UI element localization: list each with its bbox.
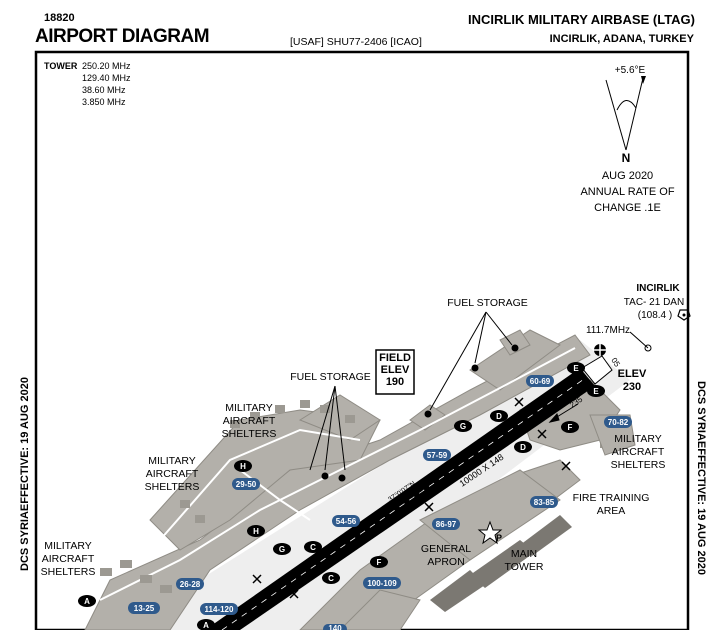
taxiway-label-d2: D bbox=[514, 441, 532, 453]
taxiway-labels: E E D D F F G G H H C C A A bbox=[78, 362, 605, 630]
svg-text:86-97: 86-97 bbox=[436, 520, 457, 529]
chart-title: AIRPORT DIAGRAM bbox=[35, 26, 210, 47]
svg-text:114-120: 114-120 bbox=[205, 605, 234, 614]
svg-text:13-25: 13-25 bbox=[134, 604, 155, 613]
svg-text:57-59: 57-59 bbox=[427, 451, 448, 460]
taxiway-label-c2: C bbox=[322, 572, 340, 584]
runway-05-23 bbox=[205, 355, 613, 630]
chart-number: 18820 bbox=[44, 12, 75, 24]
svg-text:H: H bbox=[253, 527, 259, 536]
svg-text:83-85: 83-85 bbox=[534, 498, 555, 507]
apron-label-54-56: 54-56 bbox=[332, 515, 360, 527]
taxiway-label-h1: H bbox=[234, 460, 252, 472]
svg-text:G: G bbox=[279, 545, 285, 554]
taxiway-label-h2: H bbox=[247, 525, 265, 537]
svg-text:140: 140 bbox=[328, 624, 342, 630]
taxiway-label-d1: D bbox=[490, 410, 508, 422]
taxiway-label-e2: E bbox=[587, 385, 605, 397]
ils-freq: 111.7MHz bbox=[585, 325, 631, 336]
taxiway-label-c1: C bbox=[304, 541, 322, 553]
tower-label: TOWER bbox=[44, 61, 78, 71]
apron-label-83-85: 83-85 bbox=[530, 496, 558, 508]
magnetic-variation: +5.6°E bbox=[614, 65, 646, 76]
north-apron-complex bbox=[84, 329, 591, 630]
field-elev-box bbox=[375, 349, 415, 395]
beacon-icon bbox=[594, 344, 606, 356]
taxiway-label-a2: A bbox=[197, 619, 215, 630]
taxiway-label-g2: G bbox=[273, 543, 291, 555]
field-elevation: FIELD ELEV 190 bbox=[379, 352, 411, 388]
x-marks bbox=[252, 397, 571, 599]
taxiway-label-f2: F bbox=[370, 556, 388, 568]
navaid-tacan: TAC- 21 DAN bbox=[623, 297, 685, 308]
apron-label-60-69: 60-69 bbox=[526, 375, 554, 387]
ils-antenna-icon bbox=[629, 331, 652, 352]
north-letter: N bbox=[621, 151, 631, 165]
main-tower-icon bbox=[477, 520, 503, 545]
navaid-freq: (108.4 ) bbox=[637, 310, 673, 321]
navaid-name: INCIRLIK bbox=[636, 283, 680, 294]
apron-label-29-50: 29-50 bbox=[232, 478, 260, 490]
apron-label-140: 140 bbox=[323, 624, 347, 630]
svg-text:A: A bbox=[203, 621, 209, 630]
taxiway-label-g1: G bbox=[454, 420, 472, 432]
svg-text:54-56: 54-56 bbox=[336, 517, 357, 526]
svg-text:G: G bbox=[460, 422, 466, 431]
apron-label-13-25: 13-25 bbox=[128, 602, 160, 614]
svg-text:H: H bbox=[240, 462, 246, 471]
svg-text:C: C bbox=[310, 543, 316, 552]
north-note: AUG 2020 ANNUAL RATE OF CHANGE .1E bbox=[580, 170, 675, 214]
taxiway-label-f1: F bbox=[561, 421, 579, 433]
chart-source: [USAF] SHU77-2406 [ICAO] bbox=[290, 36, 422, 48]
taxiway-label-a1: A bbox=[78, 595, 96, 607]
airbase-location: INCIRLIK, ADANA, TURKEY bbox=[549, 33, 694, 45]
fuel-storage-pointers bbox=[309, 311, 579, 482]
apron-label-100-109: 100-109 bbox=[363, 577, 401, 589]
svg-text:D: D bbox=[496, 412, 502, 421]
svg-text:100-109: 100-109 bbox=[367, 579, 397, 588]
svg-text:A: A bbox=[84, 597, 90, 606]
tacan-icon bbox=[677, 309, 691, 321]
tower-freq-2: 129.40 MHz bbox=[82, 73, 131, 83]
svg-text:F: F bbox=[377, 558, 382, 567]
apron-label-26-28: 26-28 bbox=[176, 578, 204, 590]
apron-label-70-82: 70-82 bbox=[604, 416, 632, 428]
apron-labels: 60-69 70-82 57-59 29-50 54-56 86-97 83-8… bbox=[128, 375, 632, 630]
north-arrow-icon bbox=[605, 76, 646, 151]
runway-elevation: ELEV 230 bbox=[617, 368, 647, 393]
tower-freq-1: 250.20 MHz bbox=[82, 61, 131, 71]
taxiway-label-e1: E bbox=[567, 362, 585, 374]
apron-label-86-97: 86-97 bbox=[432, 518, 460, 530]
general-apron-buildings bbox=[430, 515, 572, 612]
svg-text:26-28: 26-28 bbox=[180, 580, 201, 589]
fuel-storage-label-2: FUEL STORAGE bbox=[290, 371, 371, 383]
fuel-storage-label-1: FUEL STORAGE bbox=[447, 297, 528, 309]
svg-text:60-69: 60-69 bbox=[530, 377, 551, 386]
apron-label-57-59: 57-59 bbox=[423, 449, 451, 461]
svg-text:C: C bbox=[328, 574, 334, 583]
svg-text:70-82: 70-82 bbox=[608, 418, 629, 427]
tower-freq-3: 38.60 MHz bbox=[82, 85, 126, 95]
map-frame bbox=[34, 50, 690, 630]
svg-text:E: E bbox=[593, 387, 599, 396]
svg-text:D: D bbox=[520, 443, 526, 452]
tower-frequencies: TOWER 250.20 MHz 129.40 MHz 38.60 MHz 3.8… bbox=[44, 60, 131, 108]
tower-marker-p: P bbox=[496, 533, 502, 543]
airbase-name: INCIRLIK MILITARY AIRBASE (LTAG) bbox=[468, 12, 695, 27]
tower-freq-4: 3.850 MHz bbox=[82, 97, 126, 107]
svg-text:29-50: 29-50 bbox=[236, 480, 257, 489]
svg-text:E: E bbox=[573, 364, 579, 373]
apron-label-114-120: 114-120 bbox=[200, 603, 238, 615]
svg-text:F: F bbox=[568, 423, 573, 432]
